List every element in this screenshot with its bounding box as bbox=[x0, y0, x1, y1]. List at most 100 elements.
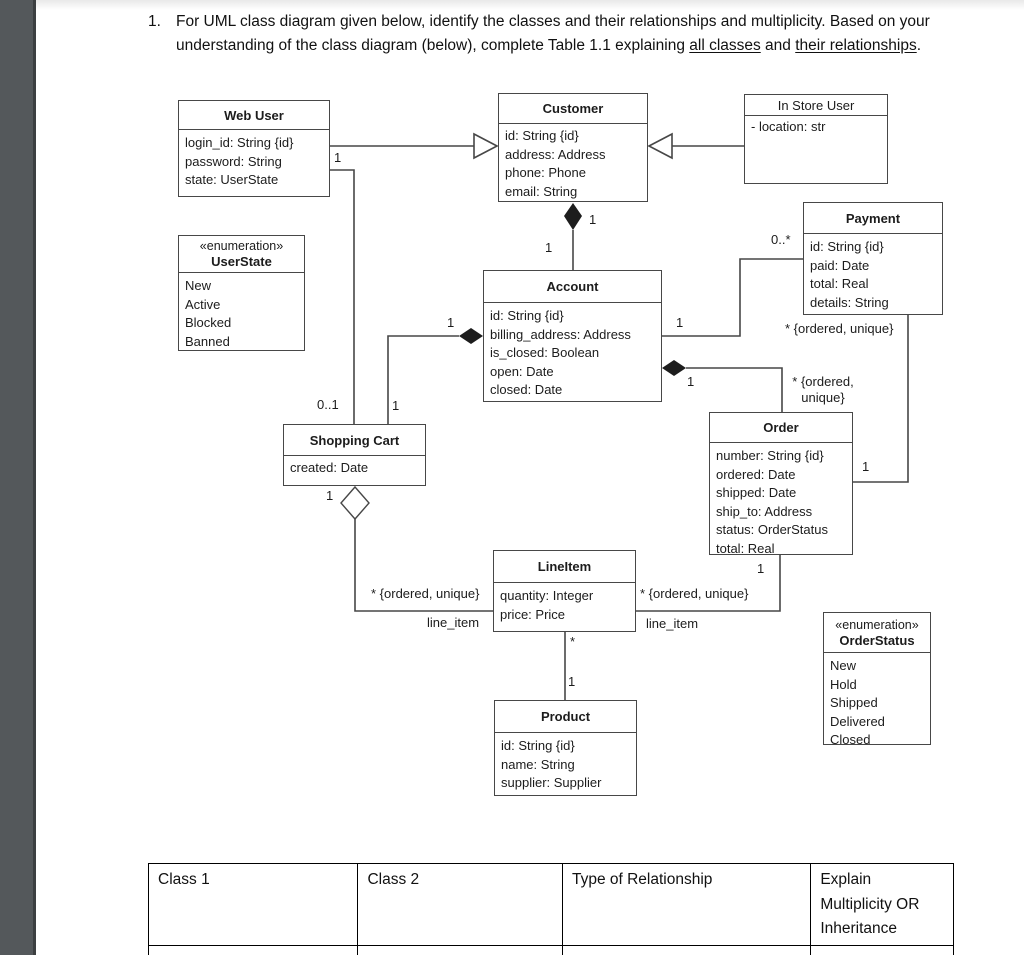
enum-value: Hold bbox=[830, 676, 857, 692]
class-shopping-cart: Shopping Cart created: Date bbox=[283, 424, 426, 486]
question-text-part: and bbox=[760, 36, 796, 54]
attribute-line: status: OrderStatus bbox=[716, 522, 828, 537]
attribute-line: open: Date bbox=[490, 363, 554, 379]
enum-values: New Hold Shipped Delivered Closed bbox=[824, 653, 930, 750]
class-attributes: login_id: String {id} password: String s… bbox=[179, 130, 329, 190]
class-title: Order bbox=[710, 413, 852, 443]
enum-value: New bbox=[185, 278, 212, 293]
attribute-line: id: String {id} bbox=[505, 128, 579, 143]
multiplicity-label: 0..1 bbox=[317, 397, 339, 412]
attribute-line: number: String {id} bbox=[716, 448, 824, 463]
attribute-line: details: String bbox=[810, 294, 889, 310]
attribute-line: ordered: Date bbox=[716, 466, 796, 482]
answer-cell-class1[interactable] bbox=[149, 946, 359, 955]
attribute-line: id: String {id} bbox=[490, 308, 564, 323]
viewer-gutter bbox=[0, 0, 33, 955]
multiplicity-label: * {ordered, unique} bbox=[792, 374, 854, 405]
attribute-line: shipped: Date bbox=[716, 485, 797, 500]
enum-values: New Active Blocked Banned bbox=[179, 273, 304, 351]
multiplicity-label: 1 bbox=[326, 488, 334, 503]
enum-value: Shipped bbox=[830, 695, 878, 710]
multiplicity-label: 0..* bbox=[771, 232, 791, 247]
attribute-line: id: String {id} bbox=[501, 738, 575, 753]
question-underline-their-relationships: their relationships bbox=[795, 36, 917, 54]
enum-value: Blocked bbox=[185, 315, 232, 330]
multiplicity-label: 1 bbox=[568, 674, 576, 689]
table-header-row: Class 1 Class 2 Type of Relationship Exp… bbox=[149, 864, 953, 946]
class-title: In Store User bbox=[745, 95, 887, 116]
class-title: Shopping Cart bbox=[284, 425, 425, 456]
class-payment: Payment id: String {id} paid: Date total… bbox=[803, 202, 943, 315]
class-attributes: - location: str bbox=[745, 116, 887, 137]
table-header-relationship: Type of Relationship bbox=[563, 864, 812, 945]
question-text: For UML class diagram given below, ident… bbox=[176, 10, 954, 57]
class-attributes: id: String {id} address: Address phone: … bbox=[499, 124, 647, 201]
class-attributes: number: String {id} ordered: Date shippe… bbox=[710, 443, 852, 558]
answer-cell-explain[interactable] bbox=[811, 946, 953, 955]
multiplicity-label: 1 bbox=[676, 315, 684, 330]
class-title: Customer bbox=[499, 94, 647, 124]
question-text-part: . bbox=[916, 36, 922, 54]
multiplicity-label: 1 bbox=[589, 212, 597, 227]
multiplicity-label: * {ordered, unique} bbox=[785, 321, 894, 336]
attribute-line: - location: str bbox=[751, 119, 826, 134]
answer-cell-relationship[interactable] bbox=[563, 946, 812, 955]
multiplicity-label: 1 bbox=[862, 459, 870, 474]
class-web-user: Web User login_id: String {id} password:… bbox=[178, 100, 330, 197]
class-product: Product id: String {id} name: String sup… bbox=[494, 700, 637, 796]
class-customer: Customer id: String {id} address: Addres… bbox=[498, 93, 648, 202]
question-text-part: For UML class diagram given below, ident… bbox=[176, 13, 930, 54]
role-label: line_item bbox=[646, 616, 699, 631]
class-attributes: id: String {id} paid: Date total: Real d… bbox=[804, 234, 942, 312]
class-attributes: quantity: Integer price: Price bbox=[494, 583, 635, 624]
multiplicity-label: 1 bbox=[687, 374, 695, 389]
enum-header: «enumeration»UserState bbox=[179, 236, 304, 273]
class-attributes: id: String {id} billing_address: Address… bbox=[484, 303, 661, 400]
class-line-item: LineItem quantity: Integer price: Price bbox=[493, 550, 636, 632]
page-top-shadow bbox=[36, 0, 1024, 10]
enum-stereotype: «enumeration» bbox=[835, 617, 919, 632]
multiplicity-label: 1 bbox=[334, 150, 342, 165]
enum-value: Delivered bbox=[830, 713, 885, 729]
table-header-class2: Class 2 bbox=[358, 864, 563, 945]
attribute-line: address: Address bbox=[505, 146, 606, 162]
multiplicity-label: * {ordered, unique} bbox=[371, 586, 480, 601]
answer-cell-class2[interactable] bbox=[358, 946, 563, 955]
attribute-line: ship_to: Address bbox=[716, 503, 813, 519]
class-title: Web User bbox=[179, 101, 329, 130]
class-in-store-user: In Store User - location: str bbox=[744, 94, 888, 184]
enum-user-state: «enumeration»UserState New Active Blocke… bbox=[178, 235, 305, 351]
attribute-line: billing_address: Address bbox=[490, 326, 631, 342]
enum-value: Active bbox=[185, 296, 221, 312]
attribute-line: email: String bbox=[505, 183, 578, 199]
enum-value: Closed bbox=[830, 732, 871, 747]
attribute-line: login_id: String {id} bbox=[185, 135, 294, 150]
enum-value: New bbox=[830, 658, 857, 673]
attribute-line: paid: Date bbox=[810, 257, 870, 273]
attribute-line: name: String bbox=[501, 756, 575, 772]
viewer-gutter-edge bbox=[33, 0, 36, 955]
attribute-line: closed: Date bbox=[490, 382, 563, 397]
attribute-line: total: Real bbox=[716, 540, 775, 556]
question-block: 1. For UML class diagram given below, id… bbox=[148, 10, 954, 57]
class-attributes: id: String {id} name: String supplier: S… bbox=[495, 733, 636, 793]
class-title: Product bbox=[495, 701, 636, 733]
table-header-class1: Class 1 bbox=[149, 864, 359, 945]
attribute-line: state: UserState bbox=[185, 172, 279, 187]
table-1-1: Class 1 Class 2 Type of Relationship Exp… bbox=[148, 863, 954, 955]
attribute-line: created: Date bbox=[290, 460, 369, 475]
class-title: Account bbox=[484, 271, 661, 303]
enum-value: Banned bbox=[185, 333, 230, 349]
multiplicity-label: * {ordered, unique} bbox=[640, 586, 749, 601]
multiplicity-label: 1 bbox=[545, 240, 553, 255]
table-answer-row bbox=[149, 946, 953, 955]
enum-title: OrderStatus bbox=[839, 632, 915, 648]
multiplicity-label: 1 bbox=[447, 315, 455, 330]
attribute-line: total: Real bbox=[810, 276, 869, 291]
enum-order-status: «enumeration»OrderStatus New Hold Shippe… bbox=[823, 612, 931, 747]
class-attributes: created: Date bbox=[284, 456, 425, 478]
enum-title: UserState bbox=[211, 254, 272, 269]
class-account: Account id: String {id} billing_address:… bbox=[483, 270, 662, 402]
enum-header: «enumeration»OrderStatus bbox=[824, 613, 930, 653]
